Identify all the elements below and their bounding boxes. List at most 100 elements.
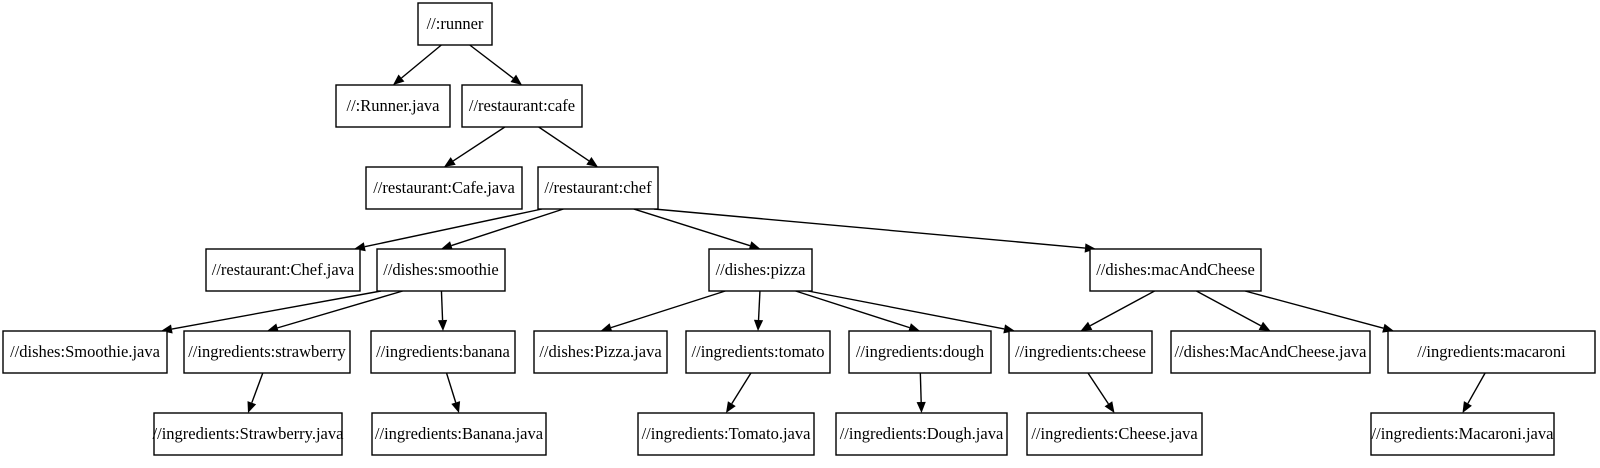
- node-label: //ingredients:tomato: [692, 342, 825, 361]
- node-box[interactable]: [2, 330, 168, 374]
- node-ingredients-dough-java[interactable]: //ingredients:Dough.java: [835, 412, 1008, 456]
- node-ingredients-strawberry-java[interactable]: //ingredients:Strawberry.java: [153, 412, 345, 456]
- node-label: //restaurant:chef: [544, 178, 652, 197]
- node-label: //dishes:Smoothie.java: [10, 342, 161, 361]
- edge-ingredients-cheese-to-ingredients-cheese-java: [1087, 372, 1110, 405]
- edge-runner-to-restaurant-cafe: [469, 44, 514, 79]
- node-box[interactable]: [685, 330, 831, 374]
- node-box[interactable]: [533, 330, 668, 374]
- edge-dishes-smoothie-to-ingredients-banana: [440, 290, 444, 321]
- node-box[interactable]: [848, 330, 992, 374]
- arrowhead-ingredients-banana: [437, 319, 448, 331]
- node-label: //dishes:Pizza.java: [539, 342, 662, 361]
- node-ingredients-banana[interactable]: //ingredients:banana: [370, 330, 516, 374]
- edge-ingredients-macaroni-to-ingredients-macaroni-java: [1467, 372, 1486, 404]
- node-dishes-macandcheese-java[interactable]: //dishes:MacAndCheese.java: [1170, 330, 1371, 374]
- node-dishes-pizza[interactable]: //dishes:pizza: [708, 248, 813, 292]
- node-ingredients-tomato-java[interactable]: //ingredients:Tomato.java: [637, 412, 815, 456]
- node-label: //:runner: [427, 14, 484, 33]
- node-dishes-smoothie-java[interactable]: //dishes:Smoothie.java: [2, 330, 168, 374]
- node-box[interactable]: [1089, 248, 1262, 292]
- node-ingredients-macaroni-java[interactable]: //ingredients:Macaroni.java: [1370, 412, 1555, 456]
- node-ingredients-banana-java[interactable]: //ingredients:Banana.java: [371, 412, 547, 456]
- edge-dishes-macandcheese-to-dishes-macandcheese-java: [1196, 290, 1262, 327]
- node-label: //ingredients:Dough.java: [840, 424, 1004, 443]
- node-box[interactable]: [335, 84, 451, 128]
- arrowhead-dishes-macandcheese: [1084, 243, 1096, 253]
- node-box[interactable]: [205, 248, 361, 292]
- node-box[interactable]: [1170, 330, 1371, 374]
- arrowhead-ingredients-cheese: [1080, 321, 1093, 331]
- node-box[interactable]: [708, 248, 813, 292]
- node-box[interactable]: [376, 248, 506, 292]
- arrowhead-ingredients-cheese-java: [1104, 401, 1115, 413]
- node-label: //dishes:smoothie: [383, 260, 499, 279]
- edge-dishes-macandcheese-to-ingredients-macaroni: [1244, 290, 1384, 329]
- node-box[interactable]: [835, 412, 1008, 456]
- node-dishes-pizza-java[interactable]: //dishes:Pizza.java: [533, 330, 668, 374]
- arrowhead-ingredients-strawberry: [267, 323, 279, 333]
- node-ingredients-tomato[interactable]: //ingredients:tomato: [685, 330, 831, 374]
- node-dishes-smoothie[interactable]: //dishes:smoothie: [376, 248, 506, 292]
- nodes-layer: //:runner //:Runner.java //restaurant:cafe…: [2, 2, 1596, 456]
- edge-ingredients-tomato-to-ingredients-tomato-java: [731, 372, 752, 405]
- arrowhead-dishes-pizza: [748, 241, 761, 251]
- node-runner[interactable]: //:runner: [417, 2, 493, 46]
- node-label: //ingredients:Tomato.java: [642, 424, 812, 443]
- node-ingredients-macaroni[interactable]: //ingredients:macaroni: [1387, 330, 1596, 374]
- node-box[interactable]: [371, 412, 547, 456]
- node-label: //ingredients:dough: [856, 342, 985, 361]
- node-box[interactable]: [365, 166, 523, 210]
- node-ingredients-dough[interactable]: //ingredients:dough: [848, 330, 992, 374]
- arrowhead-restaurant-cafe-java: [444, 157, 456, 167]
- node-box[interactable]: [537, 166, 659, 210]
- node-ingredients-strawberry[interactable]: //ingredients:strawberry: [183, 330, 351, 374]
- node-runner-java[interactable]: //:Runner.java: [335, 84, 451, 128]
- edge-dishes-smoothie-to-ingredients-strawberry: [277, 290, 403, 329]
- edge-ingredients-strawberry-to-ingredients-strawberry-java: [251, 372, 264, 403]
- edge-dishes-macandcheese-to-ingredients-cheese: [1089, 290, 1155, 327]
- node-box[interactable]: [1008, 330, 1153, 374]
- node-label: //dishes:MacAndCheese.java: [1175, 342, 1368, 361]
- edge-runner-to-runner-java: [401, 44, 442, 79]
- node-box[interactable]: [1387, 330, 1596, 374]
- edge-restaurant-cafe-to-restaurant-cafe-java: [452, 126, 506, 162]
- node-dishes-macandcheese[interactable]: //dishes:macAndCheese: [1089, 248, 1262, 292]
- node-restaurant-chef[interactable]: //restaurant:chef: [537, 166, 659, 210]
- node-label: //restaurant:cafe: [469, 96, 575, 115]
- node-box[interactable]: [183, 330, 351, 374]
- node-label: //ingredients:cheese: [1015, 342, 1146, 361]
- arrowhead-dishes-smoothie: [441, 241, 453, 250]
- arrowhead-restaurant-cafe: [510, 74, 522, 85]
- edge-dishes-smoothie-to-dishes-smoothie-java: [171, 290, 382, 330]
- node-box[interactable]: [417, 2, 493, 46]
- node-box[interactable]: [370, 330, 516, 374]
- node-label: //ingredients:Cheese.java: [1031, 424, 1198, 443]
- node-box[interactable]: [153, 412, 343, 456]
- edge-restaurant-cafe-to-restaurant-chef: [538, 126, 590, 162]
- arrowhead-ingredients-tomato-java: [726, 401, 736, 413]
- node-box[interactable]: [461, 84, 583, 128]
- arrowhead-dishes-macandcheese-java: [1258, 321, 1271, 331]
- node-label: //restaurant:Cafe.java: [373, 178, 515, 197]
- node-box[interactable]: [1026, 412, 1203, 456]
- node-label: //dishes:macAndCheese: [1096, 260, 1255, 279]
- arrowhead-dishes-pizza-java: [600, 323, 613, 333]
- node-box[interactable]: [637, 412, 815, 456]
- node-label: //dishes:pizza: [716, 260, 806, 279]
- arrowhead-ingredients-macaroni-java: [1462, 401, 1472, 413]
- node-restaurant-chef-java[interactable]: //restaurant:Chef.java: [205, 248, 361, 292]
- node-ingredients-cheese[interactable]: //ingredients:cheese: [1008, 330, 1153, 374]
- node-label: //ingredients:Strawberry.java: [153, 424, 345, 443]
- node-restaurant-cafe-java[interactable]: //restaurant:Cafe.java: [365, 166, 523, 210]
- node-label: //ingredients:strawberry: [188, 342, 346, 361]
- node-ingredients-cheese-java[interactable]: //ingredients:Cheese.java: [1026, 412, 1203, 456]
- node-restaurant-cafe[interactable]: //restaurant:cafe: [461, 84, 583, 128]
- node-box[interactable]: [1370, 412, 1555, 456]
- node-label: //ingredients:Banana.java: [375, 424, 544, 443]
- node-label: //ingredients:Macaroni.java: [1372, 424, 1555, 443]
- edge-dishes-pizza-to-dishes-pizza-java: [610, 290, 726, 329]
- arrowhead-runner-java: [393, 74, 405, 85]
